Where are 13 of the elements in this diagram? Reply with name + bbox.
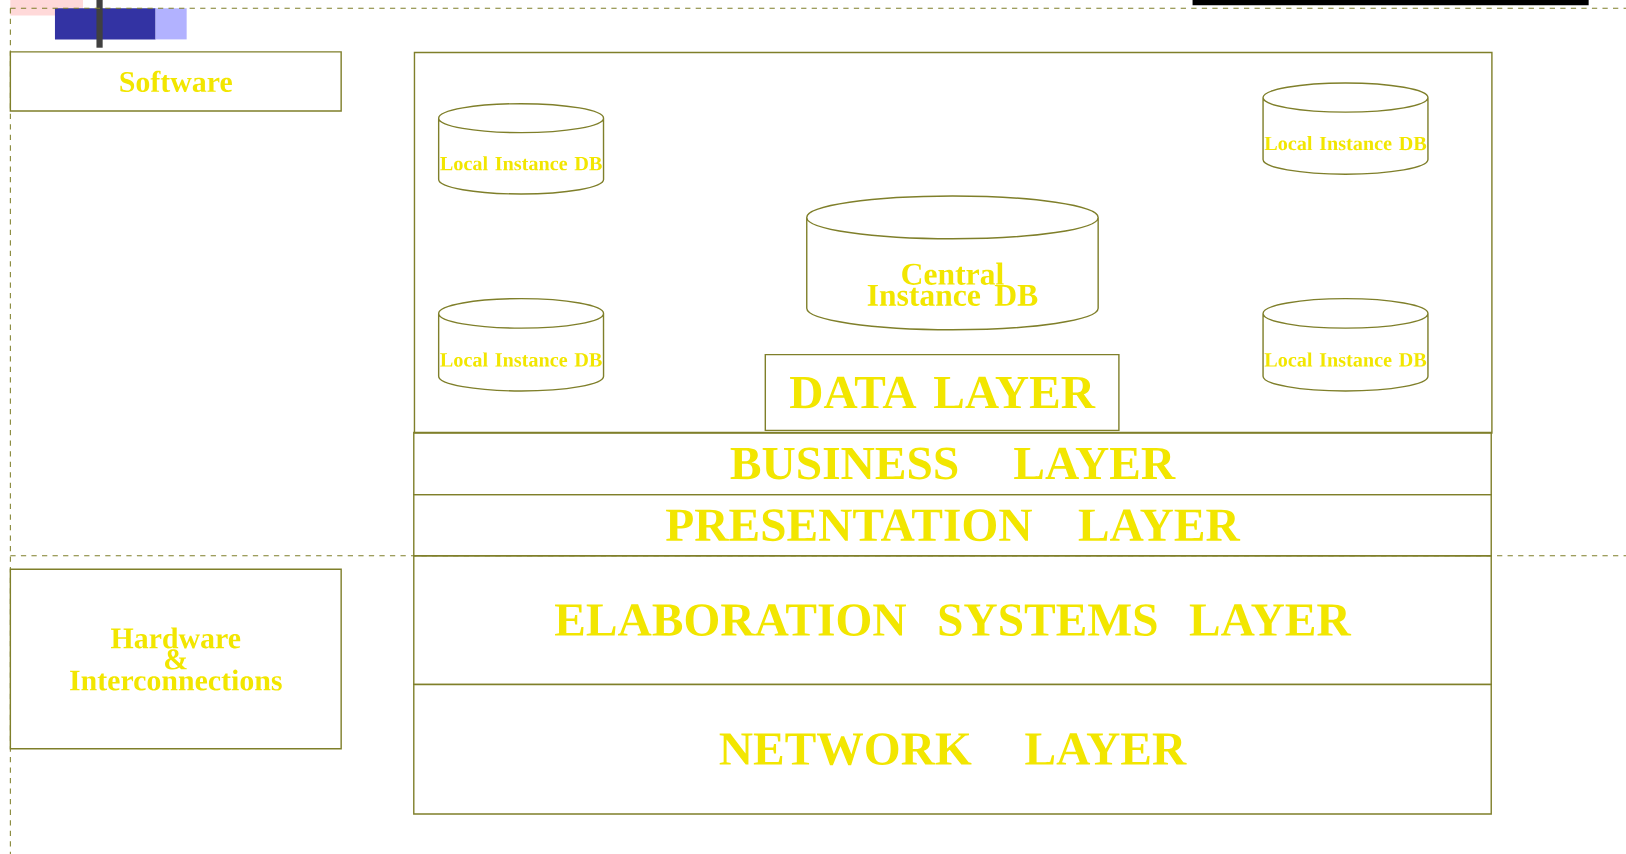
layer-box: PRESENTATION LAYER [413, 493, 1492, 557]
layer-box: BUSINESS LAYER [413, 431, 1492, 496]
database-cylinder: Local Instance DB [437, 297, 605, 392]
layer-box: NETWORK LAYER [413, 683, 1492, 815]
category-box: Hardware & Interconnections [9, 568, 342, 750]
layer-box [413, 51, 1493, 434]
database-cylinder: Local Instance DB [1262, 297, 1429, 392]
category-box: Software [9, 50, 342, 112]
database-cylinder: Central Instance DB [806, 195, 1099, 331]
database-cylinder: Local Instance DB [437, 102, 605, 195]
database-cylinder: Local Instance DB [1262, 82, 1429, 175]
layer-box: ELABORATION SYSTEMS LAYER [413, 554, 1492, 685]
layer-box: DATA LAYER [764, 353, 1120, 431]
